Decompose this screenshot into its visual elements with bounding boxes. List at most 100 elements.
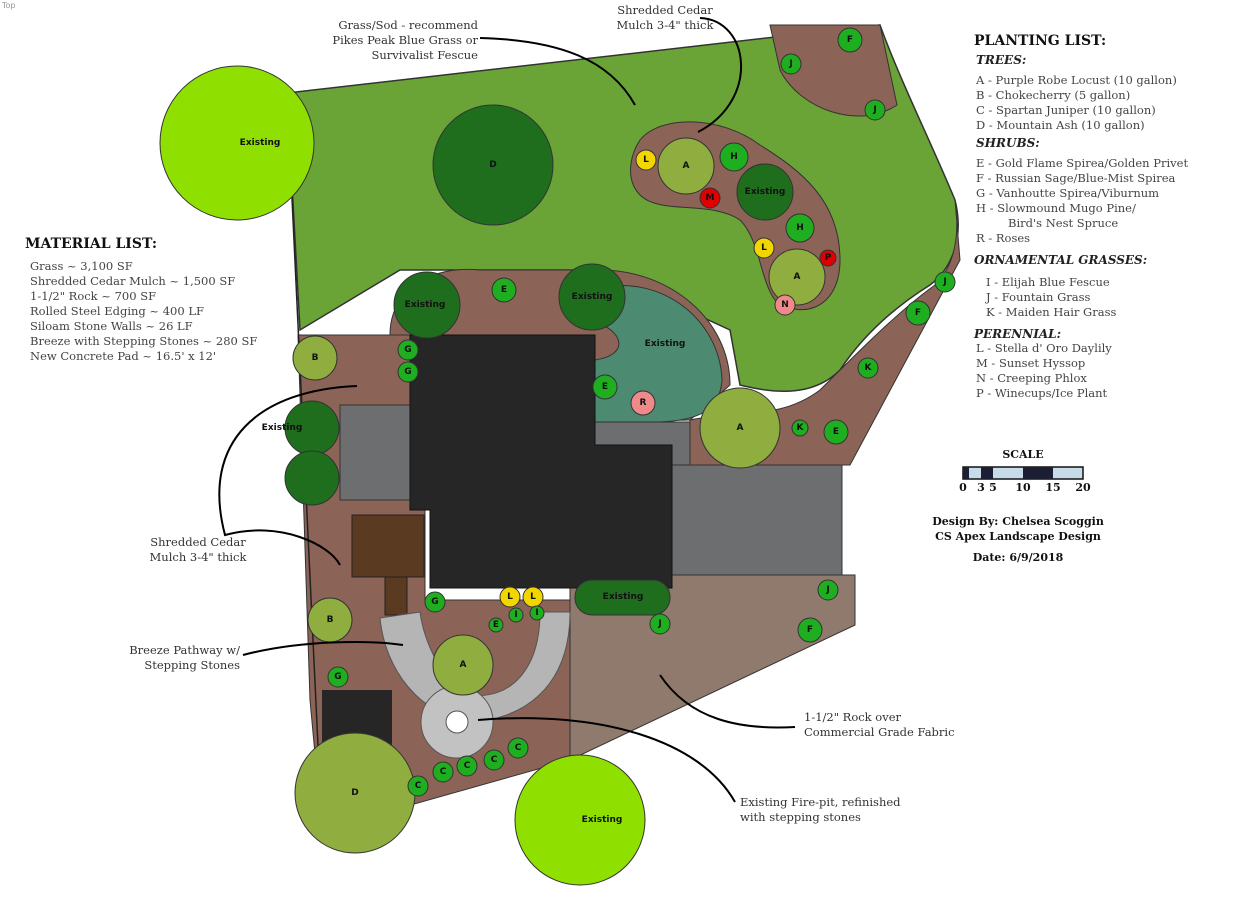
svg-text:F: F [807, 625, 813, 635]
tree-existing: Existing [736, 163, 794, 221]
plant-c: C [407, 775, 429, 797]
svg-text:A - Purple Robe Locust (10 gal: A - Purple Robe Locust (10 gallon) [975, 73, 1177, 87]
svg-text:10: 10 [1015, 481, 1031, 494]
plant-b: B [292, 335, 338, 381]
plant-k: K [791, 419, 809, 437]
svg-text:3: 3 [977, 481, 985, 494]
svg-text:G - Vanhoutte Spirea/Viburnum: G - Vanhoutte Spirea/Viburnum [976, 186, 1159, 200]
plant-g: G [424, 591, 446, 613]
svg-text:J: J [788, 59, 792, 69]
svg-text:N - Creeping Phlox: N - Creeping Phlox [976, 371, 1087, 385]
plant-g: G [397, 339, 419, 361]
svg-text:Pikes Peak Blue Grass or: Pikes Peak Blue Grass or [332, 33, 478, 47]
svg-text:B: B [312, 353, 319, 363]
svg-text:J: J [657, 619, 661, 629]
plant-a: A [768, 248, 826, 306]
plant-c: C [483, 749, 505, 771]
svg-text:Shredded Cedar: Shredded Cedar [617, 3, 713, 17]
plant-f: F [797, 617, 823, 643]
tree-existing: Existing [514, 754, 646, 886]
svg-text:Mulch 3-4" thick: Mulch 3-4" thick [150, 550, 248, 564]
plant-e: E [823, 419, 849, 445]
svg-text:CS Apex Landscape Design: CS Apex Landscape Design [935, 530, 1101, 543]
credits: Design By: Chelsea Scoggin CS Apex Lands… [932, 515, 1104, 564]
svg-text:J: J [942, 277, 946, 287]
view-label: Top [2, 1, 16, 10]
plant-f: F [905, 300, 931, 326]
svg-text:G: G [334, 672, 341, 682]
plant-l: L [522, 586, 544, 608]
callout-line [477, 717, 736, 803]
svg-text:1-1/2" Rock ~ 700 SF: 1-1/2" Rock ~ 700 SF [30, 289, 156, 303]
plant-e: E [488, 617, 504, 633]
svg-text:M: M [706, 193, 715, 203]
tree-existing: Existing [558, 263, 626, 331]
plant-c: C [507, 737, 529, 759]
svg-text:Breeze Pathway w/: Breeze Pathway w/ [129, 643, 240, 657]
svg-text:Grass/Sod - recommend: Grass/Sod - recommend [338, 18, 478, 32]
tree-existing: Existing [262, 400, 340, 506]
svg-text:15: 15 [1045, 481, 1060, 494]
svg-text:N: N [781, 300, 789, 310]
svg-text:ORNAMENTAL GRASSES:: ORNAMENTAL GRASSES: [974, 253, 1147, 267]
house [409, 334, 673, 589]
svg-text:Rolled Steel Edging ~ 400 LF: Rolled Steel Edging ~ 400 LF [30, 304, 204, 318]
deck [351, 514, 425, 578]
svg-text:K: K [797, 423, 805, 433]
svg-text:Existing: Existing [745, 187, 786, 197]
svg-text:L: L [507, 592, 513, 602]
plant-j: J [864, 99, 886, 121]
svg-text:Mulch 3-4" thick: Mulch 3-4" thick [617, 18, 715, 32]
plant-d: D [294, 732, 416, 854]
svg-text:Stepping Stones: Stepping Stones [144, 658, 240, 672]
svg-text:A: A [737, 423, 744, 433]
svg-text:J: J [872, 105, 876, 115]
scale-bar: SCALE 0 3 5 10 15 20 [959, 448, 1091, 494]
svg-text:Commercial Grade Fabric: Commercial Grade Fabric [804, 725, 955, 739]
svg-text:L: L [643, 155, 649, 165]
svg-text:New Concrete Pad ~ 16.5' x 12': New Concrete Pad ~ 16.5' x 12' [30, 349, 216, 363]
svg-text:E - Gold Flame Spirea/Golden P: E - Gold Flame Spirea/Golden Privet [976, 156, 1188, 170]
svg-text:SHRUBS:: SHRUBS: [976, 136, 1040, 150]
svg-text:Existing: Existing [572, 292, 613, 302]
plant-c: C [432, 761, 454, 783]
svg-text:Existing: Existing [603, 592, 644, 602]
svg-text:Siloam Stone Walls ~ 26 LF: Siloam Stone Walls ~ 26 LF [30, 319, 193, 333]
svg-text:C: C [515, 743, 522, 753]
svg-text:Grass ~ 3,100 SF: Grass ~ 3,100 SF [30, 259, 133, 273]
plant-r: R [630, 390, 656, 416]
svg-text:A: A [794, 272, 801, 282]
svg-text:I - Elijah Blue Fescue: I - Elijah Blue Fescue [986, 275, 1110, 289]
tree-existing: Existing [393, 271, 461, 339]
mulch-bed-top-right [769, 24, 898, 117]
plant-n: N [774, 294, 796, 316]
existing-groundcover-label: Existing [645, 339, 686, 349]
plant-a: A [699, 387, 781, 469]
svg-text:Survivalist Fescue: Survivalist Fescue [371, 48, 478, 62]
plant-j: J [649, 613, 671, 635]
svg-text:K - Maiden Hair Grass: K - Maiden Hair Grass [986, 305, 1116, 319]
svg-text:PERENNIAL:: PERENNIAL: [973, 327, 1061, 341]
callout-pathway: Breeze Pathway w/Stepping Stones [129, 643, 240, 672]
svg-text:E: E [602, 382, 608, 392]
svg-text:H - Slowmound Mugo Pine/: H - Slowmound Mugo Pine/ [976, 201, 1136, 215]
svg-text:Breeze with Stepping Stones ~: Breeze with Stepping Stones ~ 280 SF [30, 334, 257, 348]
svg-text:Existing: Existing [262, 423, 303, 433]
svg-text:F: F [915, 308, 921, 318]
plant-e: E [592, 374, 618, 400]
svg-text:Shredded Cedar: Shredded Cedar [150, 535, 246, 549]
callout-line [697, 17, 743, 133]
svg-text:20: 20 [1075, 481, 1091, 494]
callout-line [218, 385, 358, 566]
svg-text:E: E [833, 427, 839, 437]
svg-text:P - Winecups/Ice Plant: P - Winecups/Ice Plant [976, 386, 1108, 400]
svg-text:with stepping stones: with stepping stones [740, 810, 861, 824]
svg-text:L: L [761, 243, 767, 253]
svg-text:Shredded Cedar Mulch ~ 1,500 S: Shredded Cedar Mulch ~ 1,500 SF [30, 274, 235, 288]
plant-e: E [491, 277, 517, 303]
